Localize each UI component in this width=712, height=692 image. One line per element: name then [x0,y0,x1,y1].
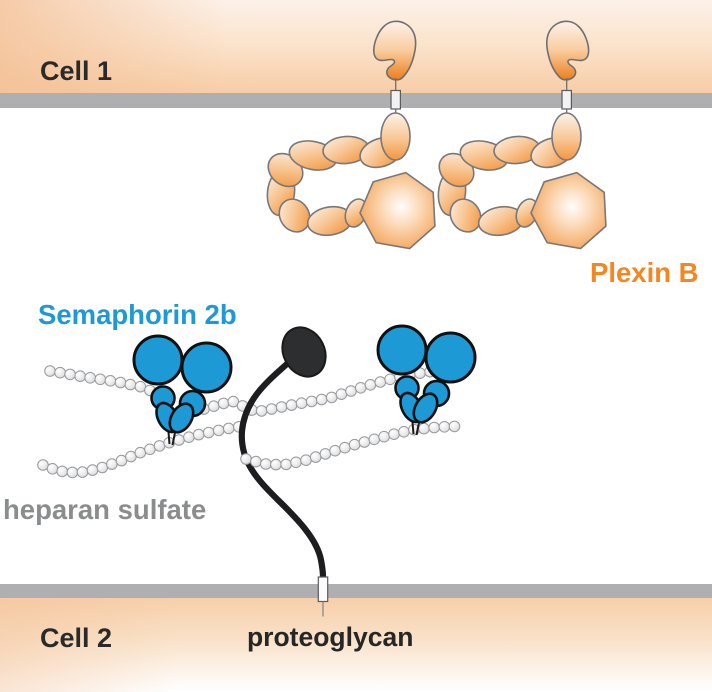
plexin-b-label: Plexin B [590,257,699,288]
heparan-sulfate-bead [428,421,441,434]
heparan-sulfate-bead [173,434,185,446]
heparan-sulfate-bead [255,405,268,417]
heparan-sulfate-bead [94,373,107,386]
heparan-sulfate-bead [315,393,328,406]
heparan-sulfate-bead [354,382,367,394]
heparan-sulfate-bead [96,461,109,474]
heparan-sulfate-bead [448,420,461,433]
heparan-sulfate-bead [358,436,371,448]
heparan-sulfate-bead [56,465,69,478]
heparan-sulfate-bead [104,375,117,387]
heparan-sulfate-bead [74,370,86,383]
heparan-sulfate-bead [384,373,396,386]
heparan-sulfate-bead [240,453,252,465]
heparan-sulfate-bead [388,428,400,441]
heparan-sulfate-bead [212,424,225,437]
heparan-sulfate-bead [275,401,288,413]
heparan-sulfate-bead [335,388,348,401]
heparan-sulfate-chain-3 [37,421,245,479]
heparan-sulfate-bead [208,400,220,413]
heparan-sulfate-bead [280,458,292,471]
heparan-sulfate-bead [319,448,332,460]
heparan-sulfate-bead [270,458,282,471]
cell1-band-shading [0,0,712,93]
proteoglycan-stalk [238,359,327,581]
heparan-sulfate-bead [368,433,381,446]
cell1-membrane [0,93,712,108]
heparan-sulfate-bead [134,446,147,459]
heparan-sulfate-bead [290,456,302,469]
heparan-sulfate-bead [76,466,89,478]
heparan-sulfate-bead [260,458,272,470]
heparan-sulfate-bead [378,430,390,443]
heparan-sulfate-bead [309,451,322,463]
heparan-sulfate-bead [183,431,195,444]
heparan-sulfate-bead [46,463,59,475]
heparan-sulfate-bead [345,385,357,397]
heparan-sulfate-bead [124,378,137,391]
cell2-membrane [0,584,712,598]
heparan-sulfate-bead [418,422,430,435]
heparan-sulfate-bead [250,455,262,468]
heparan-sulfate-label: heparan sulfate [3,494,206,525]
heparan-sulfate-bead [348,438,361,451]
heparan-sulfate-chain-1 [44,365,156,397]
heparan-sulfate-bead [84,372,96,384]
heparan-sulfate-bead [66,466,79,479]
heparan-sulfate-bead [114,376,127,389]
heparan-sulfate-bead [438,421,451,433]
heparan-sulfate-bead [44,365,56,377]
cell2-label: Cell 2 [40,623,112,653]
heparan-sulfate-bead [222,422,235,435]
heparan-sulfate-bead [86,464,99,476]
heparan-sulfate-bead [329,444,341,457]
heparan-sulfate-bead [295,397,308,410]
heparan-sulfate-bead [192,428,205,441]
proteoglycan-label: proteoglycan [247,622,413,652]
heparan-sulfate-bead [54,366,66,379]
heparan-sulfate-bead [364,379,377,391]
proteoglycan-core [238,326,329,617]
heparan-sulfate-bead [153,440,166,452]
heparan-sulfate-bead [300,454,312,467]
heparan-sulfate-bead [227,395,240,408]
heparan-sulfate-bead [398,426,410,438]
semaphorin-2b-label: Semaphorin 2b [38,299,237,330]
heparan-sulfate-bead [285,399,298,411]
proteoglycan-globular-domain [281,326,327,378]
heparan-sulfate-bead [106,458,118,470]
proteoglycan-transmembrane-box [317,576,329,603]
heparan-sulfate-bead [144,443,156,456]
cell2-band-shading [0,598,712,692]
heparan-sulfate-bead [265,403,278,415]
heparan-sulfate-bead [325,391,338,404]
heparan-sulfate-bead [339,441,351,454]
heparan-sulfate-bead [305,395,318,408]
heparan-sulfate-bead [217,397,230,410]
cell1-label: Cell 1 [40,56,112,86]
heparan-sulfate-bead [202,426,215,439]
heparan-sulfate-bead [64,368,76,381]
heparan-sulfate-bead [374,376,387,388]
heparan-sulfate-chain-4 [240,420,461,471]
